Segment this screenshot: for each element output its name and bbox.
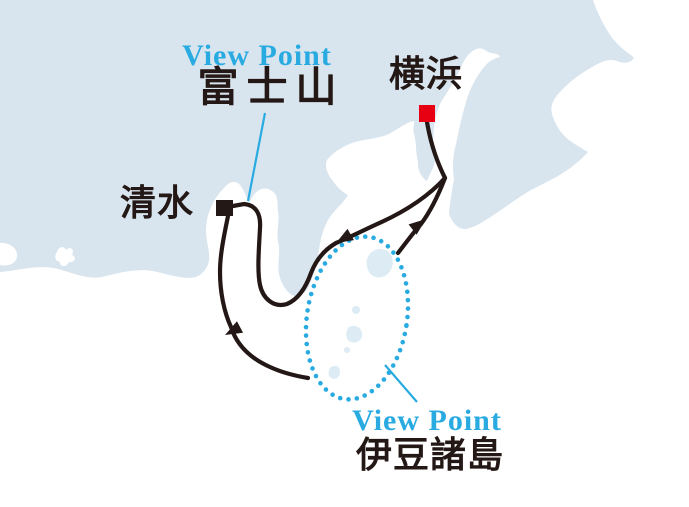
arrow-northeast xyxy=(408,219,426,235)
route-arrowheads xyxy=(225,219,426,335)
yokohama-label: 横浜 xyxy=(388,53,464,94)
land-shape xyxy=(0,0,634,297)
route-yokohama-stem xyxy=(424,119,448,181)
fuji-label: 富士山 xyxy=(197,64,345,110)
island-niijima xyxy=(346,325,363,343)
leader-line-izu xyxy=(384,364,418,403)
island-oshima xyxy=(366,249,393,278)
yokohama-marker xyxy=(419,105,435,122)
shimizu-marker xyxy=(216,200,233,216)
island-small-1 xyxy=(352,306,360,314)
shimizu-label: 清水 xyxy=(119,182,195,223)
izu-islands-label: 伊豆諸島 xyxy=(355,434,505,475)
route-leg-shimizu-to-islands xyxy=(217,213,311,381)
route-leg-yokohama-to-shimizu xyxy=(230,175,448,308)
viewpoint-ellipse xyxy=(303,234,411,402)
izu-islands-group xyxy=(328,249,393,379)
fuji-viewpoint-label: View Point xyxy=(182,39,332,72)
arrow-southwest xyxy=(336,228,354,243)
izu-viewpoint-label: View Point xyxy=(352,404,502,437)
leader-line-fuji xyxy=(246,112,267,202)
arrow-south-loop xyxy=(225,321,244,335)
island-kozu xyxy=(328,365,341,379)
coast-inlet xyxy=(55,247,75,267)
lake-hamana xyxy=(0,242,18,266)
island-small-2 xyxy=(344,347,350,353)
